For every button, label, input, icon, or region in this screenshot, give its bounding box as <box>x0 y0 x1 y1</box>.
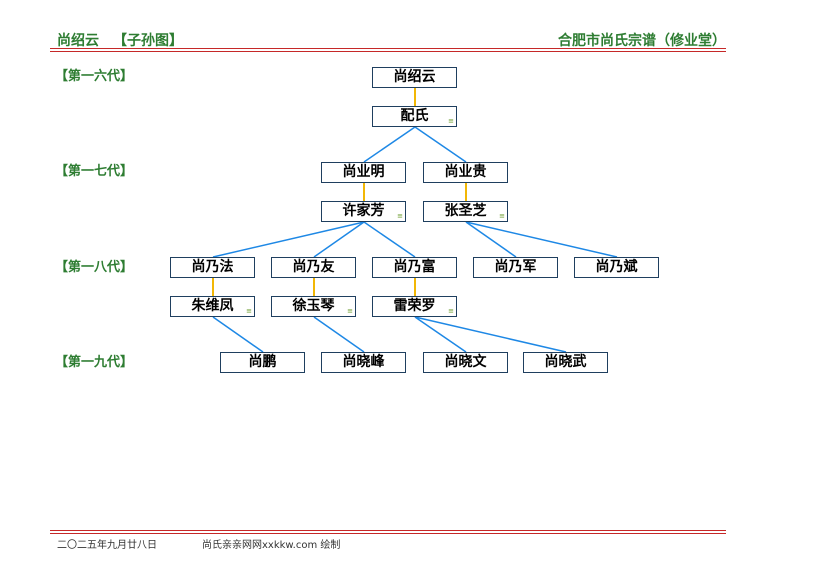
person-name: 尚乃友 <box>292 259 335 275</box>
person-name: 尚业明 <box>342 164 385 180</box>
generation-label-18: 【第一八代】 <box>55 260 134 275</box>
descent-line <box>414 316 567 353</box>
person-name: 配氏 <box>400 108 429 124</box>
person-node[interactable]: 尚乃法 <box>170 257 255 278</box>
person-name: 朱维凤 <box>191 298 234 314</box>
footer-date: 二〇二五年九月廿八日 <box>57 540 157 551</box>
header-left: 尚绍云【子孙图】 <box>57 30 183 50</box>
person-node[interactable]: 尚乃友 <box>271 257 356 278</box>
spouse-node[interactable]: 配氏 ≡ <box>372 106 457 127</box>
header-chart-kind: 【子孙图】 <box>113 33 183 49</box>
person-name: 尚乃富 <box>393 259 436 275</box>
person-node[interactable]: 尚鹏 <box>220 352 305 373</box>
header-rule-top <box>50 48 726 49</box>
descent-line <box>363 126 416 163</box>
person-node[interactable]: 尚晓峰 <box>321 352 406 373</box>
person-name: 尚乃斌 <box>595 259 638 275</box>
generation-label-16: 【第一六代】 <box>55 69 134 84</box>
spouse-marker-icon: ≡ <box>499 212 505 220</box>
footer-rule-top <box>50 530 726 531</box>
spouse-marker-icon: ≡ <box>397 212 403 220</box>
person-name: 尚乃军 <box>494 259 537 275</box>
person-name: 尚鹏 <box>248 354 277 370</box>
genealogy-title: 合肥市尚氏宗谱（修业堂） <box>558 33 726 49</box>
spouse-marker-icon: ≡ <box>448 307 454 315</box>
person-name: 尚绍云 <box>393 69 436 85</box>
person-name: 徐玉琴 <box>292 298 335 314</box>
person-node[interactable]: 尚绍云 <box>372 67 457 88</box>
descent-line <box>414 126 467 163</box>
descent-line <box>212 221 365 258</box>
spouse-node[interactable]: 许家芳 ≡ <box>321 201 406 222</box>
spouse-node[interactable]: 徐玉琴 ≡ <box>271 296 356 317</box>
person-name: 尚乃法 <box>191 259 234 275</box>
spouse-marker-icon: ≡ <box>448 117 454 125</box>
spouse-marker-icon: ≡ <box>347 307 353 315</box>
person-node[interactable]: 尚晓武 <box>523 352 608 373</box>
footer-credit: 尚氏亲亲网网xxkkw.com 绘制 <box>202 540 341 551</box>
person-name: 尚晓文 <box>444 354 487 370</box>
spouse-node[interactable]: 朱维凤 ≡ <box>170 296 255 317</box>
generation-label-19: 【第一九代】 <box>55 355 134 370</box>
descent-line <box>212 316 264 353</box>
person-name: 尚晓峰 <box>342 354 385 370</box>
descent-line <box>363 221 416 258</box>
person-name: 雷荣罗 <box>393 298 436 314</box>
header-rule-bottom <box>50 51 726 52</box>
person-node[interactable]: 尚业明 <box>321 162 406 183</box>
generation-label-17: 【第一七代】 <box>55 164 134 179</box>
descent-line <box>465 221 517 258</box>
spouse-node[interactable]: 张圣芝 ≡ <box>423 201 508 222</box>
person-node[interactable]: 尚乃富 <box>372 257 457 278</box>
descent-line <box>414 316 467 353</box>
person-name: 尚晓武 <box>544 354 587 370</box>
person-node[interactable]: 尚乃斌 <box>574 257 659 278</box>
descent-line <box>313 316 365 353</box>
person-name: 张圣芝 <box>444 203 487 219</box>
person-node[interactable]: 尚晓文 <box>423 352 508 373</box>
person-name: 尚业贵 <box>444 164 487 180</box>
header-person-name: 尚绍云 <box>57 33 99 49</box>
spouse-marker-icon: ≡ <box>246 307 252 315</box>
spouse-node[interactable]: 雷荣罗 ≡ <box>372 296 457 317</box>
footer-rule-bottom <box>50 533 726 534</box>
person-node[interactable]: 尚乃军 <box>473 257 558 278</box>
descent-line <box>313 221 365 258</box>
person-name: 许家芳 <box>342 203 385 219</box>
descent-line <box>465 221 618 258</box>
person-node[interactable]: 尚业贵 <box>423 162 508 183</box>
